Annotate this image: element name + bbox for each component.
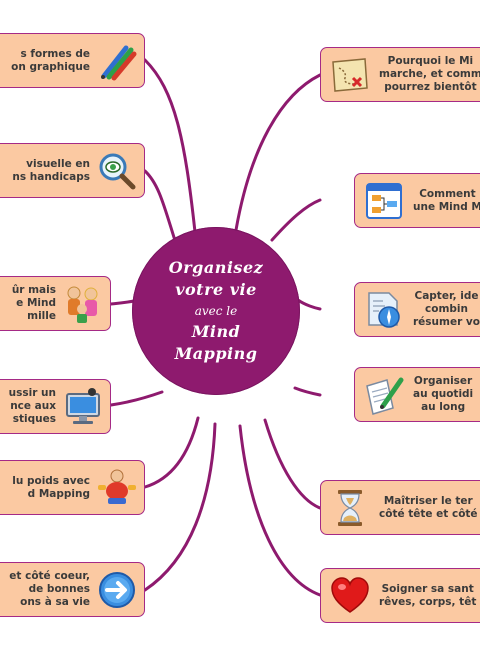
central-topic-line-5: Mapping [174, 344, 258, 363]
node-text-line: on graphique [11, 60, 90, 73]
node-text-line: ussir un [8, 387, 56, 399]
node-text-line: mille [27, 310, 56, 322]
branch-node-right-1[interactable]: Pourquoi le Mi marche, et comm pourrez b… [320, 47, 480, 102]
central-topic-line-4: Mind [191, 322, 241, 341]
node-text-line: marche, et comm [379, 68, 480, 80]
node-text-line: Capter, ide [414, 290, 479, 302]
branch-node-right-4[interactable]: Organiser au quotidi au long [354, 367, 480, 422]
document-safari-icon [368, 291, 400, 328]
flowchart-icon [366, 182, 402, 219]
branch-line-right-5 [263, 418, 322, 510]
node-text-line: ûr mais [11, 284, 56, 296]
exercise-icon [98, 469, 136, 504]
node-text-line: pourrez bientôt [384, 81, 477, 93]
arrow-circle-icon [99, 571, 135, 608]
node-text-line: ns handicaps [12, 170, 90, 183]
central-topic[interactable]: Organisez votre vie avec le Mind Mapping [132, 227, 300, 395]
branch-line-right-4 [293, 386, 322, 397]
node-text-line: Soigner sa sant [381, 582, 474, 595]
node-text-line: s formes de [20, 47, 90, 60]
branch-line-left-5 [143, 416, 200, 489]
branch-node-left-4[interactable]: ussir un nce aux stiques [0, 379, 111, 434]
branch-node-right-6[interactable]: Soigner sa sant rêves, corps, têt [320, 568, 480, 623]
central-topic-line-2: votre vie [175, 280, 257, 299]
central-topic-line-3: avec le [194, 304, 238, 318]
node-text-line: au quotidi [413, 388, 474, 400]
notepad-pen-icon [366, 377, 404, 415]
node-text-line: Organiser [413, 375, 473, 387]
node-text-line: au long [421, 401, 466, 413]
node-text-line: nce aux [10, 400, 56, 412]
branch-line-right-1 [234, 73, 322, 232]
node-text-line: d Mapping [27, 487, 90, 500]
branch-node-left-3[interactable]: ûr mais e Mind mille [0, 276, 111, 331]
node-text-line: Maîtriser le ter [383, 494, 473, 507]
node-text-line: ons à sa vie [20, 596, 90, 608]
branch-line-right-2 [270, 198, 322, 242]
node-text-line: combin [425, 303, 468, 315]
node-text-line: côté tête et côté [379, 507, 478, 520]
branch-line-left-1 [143, 58, 197, 234]
branch-node-left-2[interactable]: visuelle en ns handicaps [0, 143, 145, 198]
heart-icon [331, 576, 369, 613]
pencils-icon [101, 45, 137, 80]
family-icon [67, 286, 98, 323]
node-text-line: lu poids avec [12, 474, 90, 487]
branch-node-left-6[interactable]: et côté coeur, de bonnes ons à sa vie [0, 562, 145, 617]
branch-node-right-3[interactable]: Capter, ide combin résumer vo [354, 282, 480, 337]
branch-line-left-6 [143, 422, 217, 592]
monitor-icon [66, 387, 100, 424]
node-text-line: résumer vo [413, 316, 480, 328]
magnifier-icon [99, 153, 136, 189]
node-text-line: Pourquoi le Mi [387, 55, 474, 67]
node-text-line: rêves, corps, têt [379, 595, 477, 608]
node-text-line: visuelle en [26, 157, 90, 170]
hourglass-icon [338, 489, 362, 526]
central-topic-line-1: Organisez [168, 258, 264, 277]
branch-line-right-6 [238, 424, 322, 597]
branch-node-left-5[interactable]: lu poids avec d Mapping [0, 460, 145, 515]
branch-node-right-5[interactable]: Maîtriser le ter côté tête et côté [320, 480, 480, 535]
branch-line-left-4 [109, 390, 164, 407]
node-text-line: une Mind M [413, 200, 480, 213]
branch-line-right-3 [296, 298, 322, 311]
node-text-line: Comment [419, 187, 476, 200]
branch-node-right-2[interactable]: Comment une Mind M [354, 173, 480, 228]
node-text-line: de bonnes [28, 583, 90, 595]
treasure-map-icon [332, 57, 368, 92]
node-text-line: et côté coeur, [9, 570, 90, 582]
node-text-line: e Mind [16, 297, 56, 309]
branch-node-left-1[interactable]: s formes de on graphique [0, 33, 145, 88]
node-text-line: stiques [12, 413, 56, 425]
